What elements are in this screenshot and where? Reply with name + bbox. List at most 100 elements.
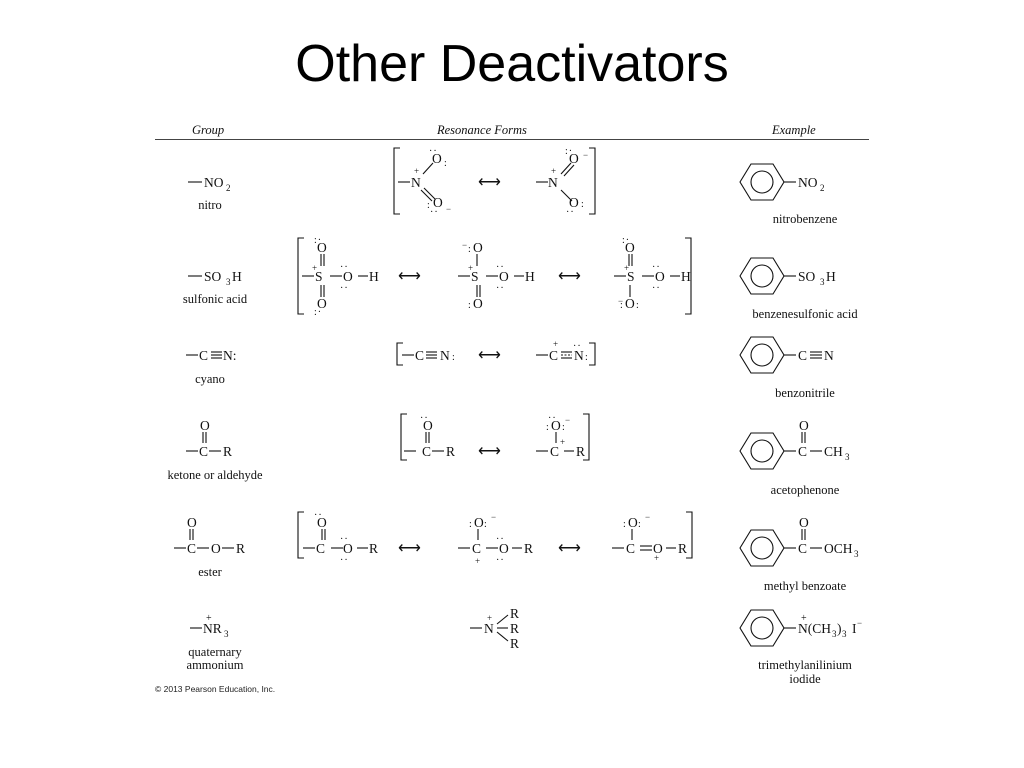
svg-text:C: C bbox=[550, 444, 559, 459]
svg-text:+: + bbox=[414, 166, 419, 176]
svg-text:H: H bbox=[525, 269, 535, 284]
svg-text:NO: NO bbox=[798, 175, 818, 190]
copyright-notice: © 2013 Pearson Education, Inc. bbox=[155, 684, 276, 694]
svg-text:2: 2 bbox=[820, 183, 825, 193]
svg-text:R: R bbox=[678, 541, 687, 556]
svg-text:⟷: ⟷ bbox=[398, 268, 421, 285]
svg-text:R: R bbox=[223, 444, 232, 459]
svg-text:C: C bbox=[798, 541, 807, 556]
svg-text:O: O bbox=[628, 515, 638, 530]
svg-text:··: ·· bbox=[340, 262, 349, 273]
svg-text:O: O bbox=[474, 515, 484, 530]
group-label-ketone-aldehyde: ketone or aldehyde bbox=[167, 468, 263, 482]
svg-text:CH: CH bbox=[824, 444, 843, 459]
svg-text::: : bbox=[484, 519, 488, 530]
svg-text:··: ·· bbox=[340, 534, 349, 545]
svg-text:O: O bbox=[317, 240, 327, 255]
svg-text:··: ·· bbox=[496, 262, 505, 273]
example-label-acetophenone: acetophenone bbox=[770, 483, 840, 497]
svg-text:H: H bbox=[681, 269, 691, 284]
svg-text:): ) bbox=[837, 621, 842, 636]
svg-text:R: R bbox=[236, 541, 245, 556]
svg-text::: : bbox=[636, 300, 640, 311]
example-label-nitrobenzene: nitrobenzene bbox=[772, 212, 838, 226]
svg-text:⟷: ⟷ bbox=[558, 540, 581, 557]
svg-text::: : bbox=[546, 422, 550, 433]
svg-text:C: C bbox=[472, 541, 481, 556]
example-label-trimethylanilinium: trimethylanilinium bbox=[758, 658, 852, 672]
svg-text:O: O bbox=[317, 296, 327, 311]
svg-text:··: ·· bbox=[652, 283, 661, 294]
svg-text:+: + bbox=[624, 263, 629, 273]
svg-text:O: O bbox=[653, 541, 663, 556]
group-label-ester: ester bbox=[198, 565, 222, 579]
svg-text:O: O bbox=[569, 195, 579, 210]
svg-text:+: + bbox=[553, 339, 558, 349]
svg-text::: : bbox=[562, 422, 566, 433]
svg-text::·: :· bbox=[314, 307, 322, 318]
svg-text:O: O bbox=[187, 515, 197, 530]
svg-text:+: + bbox=[468, 263, 473, 273]
svg-text:+: + bbox=[801, 613, 807, 624]
svg-text:N: N bbox=[484, 621, 494, 636]
svg-text::: : bbox=[585, 352, 589, 363]
svg-text:··: ·· bbox=[420, 413, 429, 424]
svg-text::: : bbox=[444, 158, 448, 169]
svg-text:N: N bbox=[574, 348, 584, 363]
svg-text:3: 3 bbox=[226, 277, 231, 287]
svg-text:N(CH: N(CH bbox=[798, 621, 831, 636]
svg-text:+: + bbox=[487, 613, 492, 623]
svg-text:3: 3 bbox=[832, 629, 837, 639]
group-label-quaternary: quaternary bbox=[188, 645, 242, 659]
svg-text:O: O bbox=[569, 151, 579, 166]
group-label-ammonium: ammonium bbox=[186, 658, 244, 672]
svg-text:O: O bbox=[799, 418, 809, 433]
svg-text:−: − bbox=[645, 512, 650, 522]
svg-text:−: − bbox=[583, 150, 588, 160]
svg-text:+: + bbox=[312, 263, 317, 273]
svg-text:O: O bbox=[343, 269, 353, 284]
svg-text:SO: SO bbox=[204, 269, 222, 284]
svg-text:S: S bbox=[315, 269, 323, 284]
svg-text:−: − bbox=[491, 512, 496, 522]
svg-text:H: H bbox=[232, 269, 242, 284]
example-label-benzenesulfonic-acid: benzenesulfonic acid bbox=[752, 307, 858, 321]
group-label-nitro: nitro bbox=[198, 198, 222, 212]
svg-text::·: :· bbox=[314, 235, 322, 246]
svg-text:··: ·· bbox=[340, 555, 349, 566]
svg-text:C: C bbox=[422, 444, 431, 459]
svg-text:C: C bbox=[187, 541, 196, 556]
header-resonance-forms: Resonance Forms bbox=[437, 123, 527, 137]
svg-text:3: 3 bbox=[845, 452, 850, 462]
svg-text:··: ·· bbox=[340, 283, 349, 294]
svg-text:+: + bbox=[475, 556, 480, 566]
svg-text:O: O bbox=[625, 296, 635, 311]
svg-text::: : bbox=[620, 300, 624, 311]
svg-text:S: S bbox=[471, 269, 479, 284]
svg-text:OCH: OCH bbox=[824, 541, 853, 556]
svg-text::·: :· bbox=[622, 235, 630, 246]
svg-text:O: O bbox=[473, 240, 483, 255]
svg-text:SO: SO bbox=[798, 269, 816, 284]
svg-text::: : bbox=[469, 519, 473, 530]
svg-text:O: O bbox=[625, 240, 635, 255]
svg-text:H: H bbox=[369, 269, 379, 284]
header-example: Example bbox=[772, 123, 816, 137]
svg-text:O: O bbox=[211, 541, 221, 556]
svg-text:C: C bbox=[798, 348, 807, 363]
svg-text:⟷: ⟷ bbox=[478, 174, 501, 191]
example-label-methyl-benzoate: methyl benzoate bbox=[763, 579, 847, 593]
svg-text:··: ·· bbox=[496, 283, 505, 294]
svg-text:3: 3 bbox=[820, 277, 825, 287]
example-label-iodide: iodide bbox=[789, 672, 821, 686]
svg-text:··: ·· bbox=[496, 555, 505, 566]
svg-text:··: ·· bbox=[566, 207, 575, 218]
svg-text:O: O bbox=[343, 541, 353, 556]
svg-text::: : bbox=[427, 200, 431, 211]
svg-text:S: S bbox=[627, 269, 635, 284]
svg-text:O: O bbox=[432, 151, 442, 166]
svg-text:O: O bbox=[655, 269, 665, 284]
svg-text:I: I bbox=[852, 621, 857, 636]
header-group: Group bbox=[192, 123, 225, 137]
